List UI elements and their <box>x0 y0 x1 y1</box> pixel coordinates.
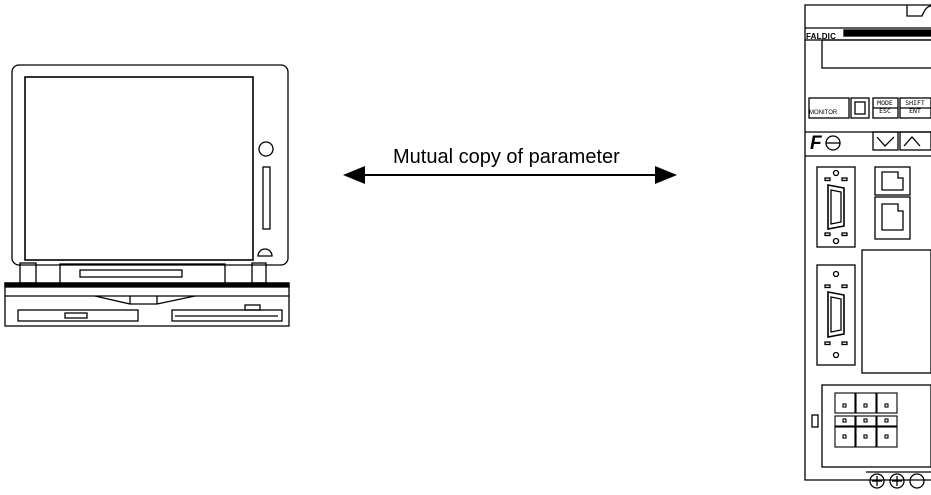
monitor-connector-icon <box>850 97 870 119</box>
screw-icon <box>909 473 925 489</box>
ent-label: ENT <box>909 107 921 115</box>
arrow-label: Mutual copy of parameter <box>393 146 620 168</box>
monitor-key-box <box>808 97 850 119</box>
terminal-block <box>821 384 931 468</box>
connector-cn2 <box>816 264 856 366</box>
laptop-computer <box>4 64 290 327</box>
laptop-hinge-panel <box>59 263 226 285</box>
laptop-side-slot <box>262 166 271 230</box>
mode-label: MODE <box>877 99 893 107</box>
rj45-port-upper <box>874 166 911 196</box>
chevron-up-icon <box>903 136 921 147</box>
shift-label: SHIFT <box>905 99 925 107</box>
arrowhead-right-icon <box>655 166 677 184</box>
esc-label: ESC <box>879 107 891 115</box>
rj45-port-lower <box>874 196 911 240</box>
amplifier-housing <box>804 4 931 481</box>
servo-amplifier: F <box>804 4 931 489</box>
laptop-screen <box>24 76 254 261</box>
up-key[interactable] <box>899 131 931 151</box>
blank-panel <box>861 249 931 374</box>
chevron-down-icon <box>876 136 895 147</box>
bidirectional-arrow <box>343 166 677 184</box>
connector-cn1 <box>816 166 856 248</box>
fuji-logo-icon: F <box>810 133 823 154</box>
arrowhead-left-icon <box>343 166 365 184</box>
down-key[interactable] <box>872 131 899 151</box>
monitor-label: MONITOR <box>809 110 838 116</box>
laptop-button-icon <box>258 141 274 157</box>
led-display <box>821 39 931 69</box>
laptop-lid <box>11 64 289 266</box>
mode-esc-key-label: MODE ESC <box>874 99 896 115</box>
laptop-floppy-drive <box>17 309 139 322</box>
laptop-cd-drive <box>171 309 283 322</box>
laptop-eject-icon <box>257 248 273 257</box>
screw-icon <box>869 473 885 489</box>
screw-icon <box>889 473 905 489</box>
brand-label: FALDIC <box>806 32 837 41</box>
shift-ent-key-label: SHIFT ENT <box>902 99 928 115</box>
